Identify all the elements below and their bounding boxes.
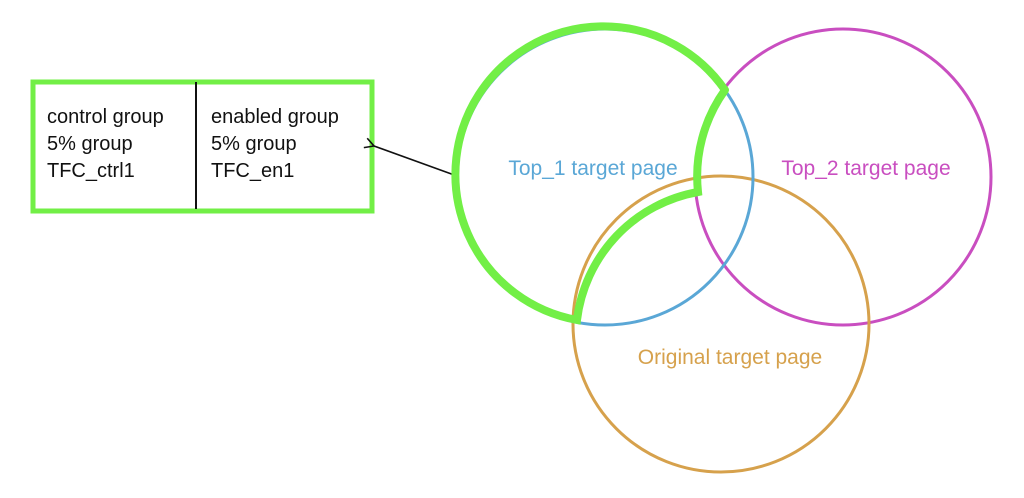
top1-highlight-outline xyxy=(451,22,729,325)
enabled-group-title: enabled group xyxy=(211,106,339,128)
control-group-title: control group xyxy=(47,106,164,128)
circle-original xyxy=(571,174,871,474)
enabled-group-size: 5% group xyxy=(211,133,297,155)
control-group-id: TFC_ctrl1 xyxy=(47,160,135,182)
label-top2: Top_2 target page xyxy=(781,157,950,180)
label-top1: Top_1 target page xyxy=(508,157,677,180)
arrow-to-table xyxy=(363,137,458,177)
label-original: Original target page xyxy=(638,346,822,369)
group-table: control group 5% group TFC_ctrl1 enabled… xyxy=(30,79,375,214)
control-group-size: 5% group xyxy=(47,133,133,155)
enabled-group-id: TFC_en1 xyxy=(211,160,294,182)
